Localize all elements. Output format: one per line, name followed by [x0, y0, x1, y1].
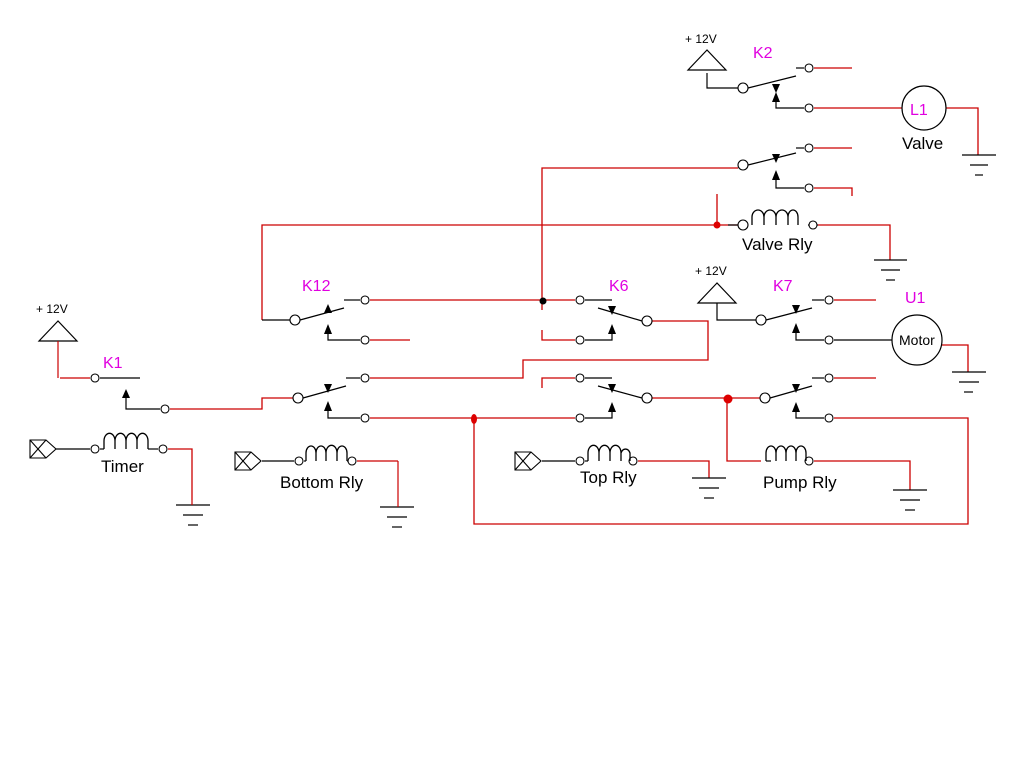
ground-icon	[952, 371, 986, 393]
ground-icon	[692, 477, 726, 499]
ground-wires	[191, 461, 399, 507]
signal-source-icon	[29, 439, 57, 459]
relay-coil-icon	[305, 444, 348, 461]
relay-coil-icon	[751, 209, 799, 225]
junction-dot	[713, 221, 721, 229]
valve-label: Valve	[902, 134, 943, 153]
labels: + 12V K2 L1 Valve Valve Rly + 12V K7 U1 …	[36, 32, 943, 492]
junction-dot	[471, 414, 477, 424]
ground-icon	[893, 489, 927, 511]
actuator-arrows	[122, 84, 800, 412]
contact-terminals	[90, 63, 834, 466]
ground-icon	[962, 154, 996, 176]
lamp-icon	[901, 85, 947, 131]
relay-coil-icon	[765, 445, 807, 461]
signal-source-icon	[234, 451, 262, 471]
k6-label: K6	[609, 278, 629, 295]
motor-label: Motor	[899, 332, 935, 348]
relay-coil-icon	[103, 432, 149, 449]
triangle-supply-icon	[696, 282, 738, 304]
junction-dot	[539, 297, 547, 305]
relay-coil-icon	[587, 444, 631, 461]
triangle-supply-icon	[686, 49, 728, 71]
top-rly-label: Top Rly	[580, 468, 637, 487]
control-wires	[56, 67, 892, 462]
k2-label: K2	[753, 45, 773, 62]
motor-icon	[891, 314, 943, 366]
l1-label: L1	[910, 102, 928, 119]
k1-label: K1	[103, 355, 123, 372]
signal-source-icon	[514, 451, 542, 471]
k7-label: K7	[773, 278, 793, 295]
supply-label: + 12V	[695, 264, 727, 278]
triangle-supply-icon	[37, 320, 79, 378]
ground-icon	[874, 259, 907, 281]
valve-rly-label: Valve Rly	[742, 235, 813, 254]
supply-label: + 12V	[36, 302, 68, 316]
supply-label: + 12V	[685, 32, 717, 46]
pump-rly-label: Pump Rly	[763, 473, 837, 492]
ground-icon	[380, 506, 414, 528]
u1-label: U1	[905, 290, 926, 307]
wires	[60, 67, 979, 525]
junction-dot	[723, 394, 733, 404]
bottom-rly-label: Bottom Rly	[280, 473, 364, 492]
k12-label: K12	[302, 278, 331, 295]
ground-icon	[176, 504, 210, 526]
timer-label: Timer	[101, 457, 144, 476]
